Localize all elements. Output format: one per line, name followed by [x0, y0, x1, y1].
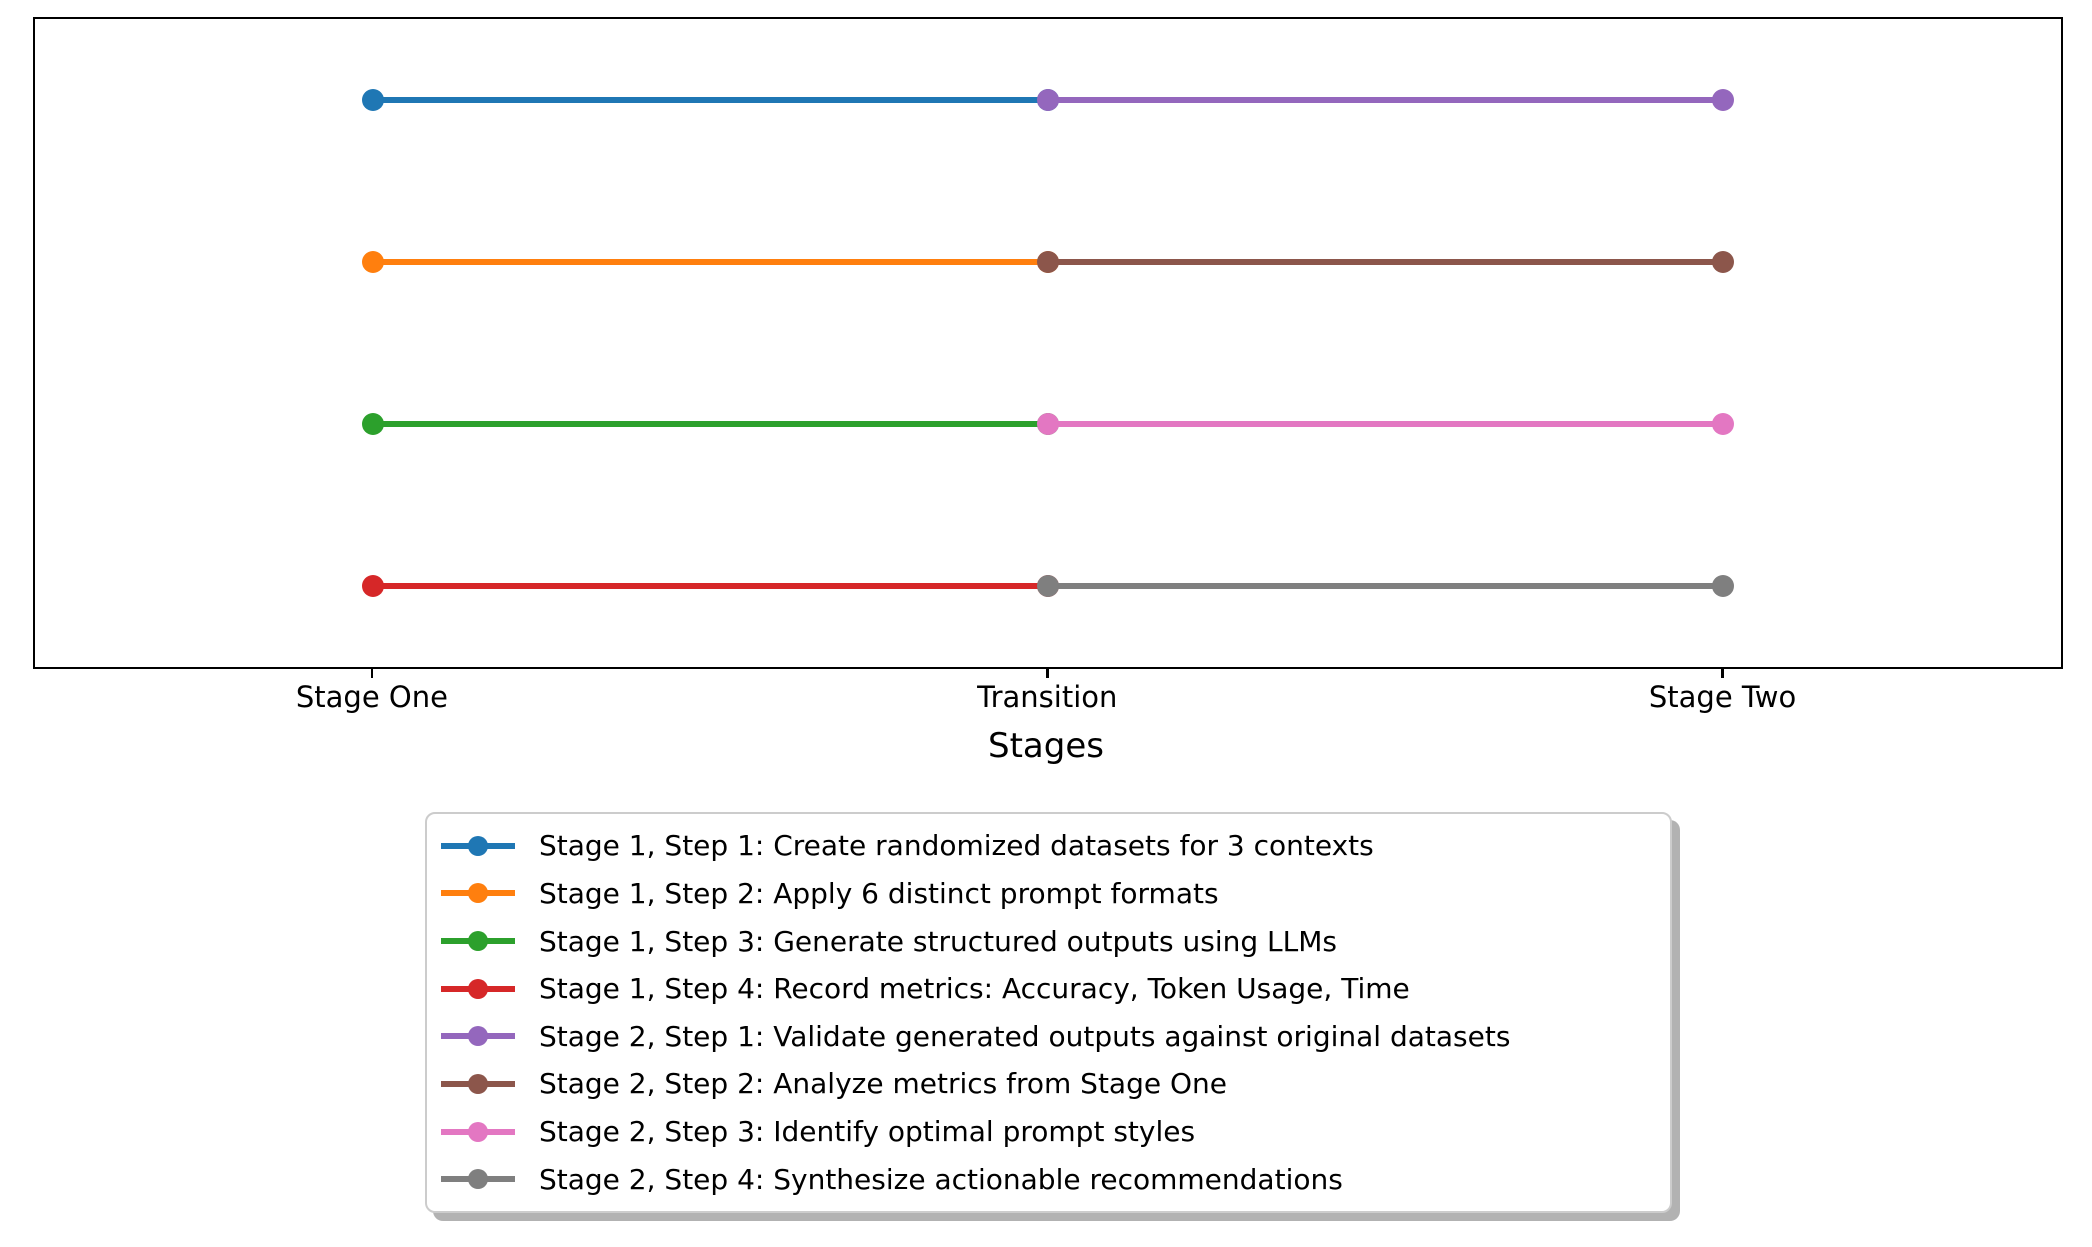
- legend-line-sample-icon: [441, 835, 515, 857]
- x-tick-label: Stage Two: [1648, 680, 1797, 714]
- legend-label: Stage 2, Step 1: Validate generated outp…: [539, 1019, 1511, 1053]
- series-point-marker: [1712, 575, 1735, 597]
- series-point-marker: [1037, 251, 1059, 273]
- legend-line-sample-icon: [441, 882, 515, 904]
- series-point-marker: [1037, 89, 1059, 111]
- legend-label: Stage 1, Step 2: Apply 6 distinct prompt…: [539, 876, 1219, 910]
- series-line: [372, 259, 1048, 265]
- legend-line-sample-icon: [441, 1121, 515, 1143]
- legend-line-sample-icon: [441, 1168, 515, 1190]
- legend-line-sample-icon: [441, 1073, 515, 1095]
- series-point-marker: [361, 575, 384, 597]
- legend-item: Stage 2, Step 3: Identify optimal prompt…: [441, 1109, 1656, 1155]
- legend-line-sample-icon: [441, 978, 515, 1000]
- legend-label: Stage 1, Step 4: Record metrics: Accurac…: [539, 972, 1410, 1006]
- series-line: [372, 421, 1048, 427]
- x-axis-tick: [370, 667, 374, 678]
- legend-box: Stage 1, Step 1: Create randomized datas…: [425, 812, 1672, 1213]
- series-point-marker: [361, 413, 384, 435]
- legend-label: Stage 2, Step 3: Identify optimal prompt…: [539, 1115, 1196, 1149]
- series-point-marker: [1037, 413, 1059, 435]
- legend-item: Stage 1, Step 4: Record metrics: Accurac…: [441, 966, 1656, 1012]
- series-point-marker: [1712, 413, 1735, 435]
- x-axis-label: Stages: [988, 726, 1104, 766]
- plot-area: [33, 17, 2063, 669]
- series-line: [1048, 421, 1724, 427]
- series-line: [1048, 259, 1724, 265]
- series-point-marker: [1712, 89, 1735, 111]
- series-line: [372, 97, 1048, 103]
- legend-label: Stage 1, Step 1: Create randomized datas…: [539, 829, 1374, 863]
- x-tick-label: Transition: [977, 680, 1118, 714]
- legend-label: Stage 1, Step 3: Generate structured out…: [539, 924, 1337, 958]
- legend-item: Stage 1, Step 3: Generate structured out…: [441, 918, 1656, 964]
- legend-item: Stage 1, Step 1: Create randomized datas…: [441, 823, 1656, 869]
- legend-item: Stage 1, Step 2: Apply 6 distinct prompt…: [441, 870, 1656, 916]
- legend-item: Stage 2, Step 2: Analyze metrics from St…: [441, 1061, 1656, 1107]
- legend-item: Stage 2, Step 4: Synthesize actionable r…: [441, 1156, 1656, 1202]
- legend-label: Stage 2, Step 4: Synthesize actionable r…: [539, 1162, 1343, 1196]
- legend-line-sample-icon: [441, 930, 515, 952]
- series-point-marker: [1712, 251, 1735, 273]
- series-point-marker: [361, 251, 384, 273]
- legend-line-sample-icon: [441, 1025, 515, 1047]
- series-point-marker: [361, 89, 384, 111]
- x-tick-label: Stage One: [295, 680, 448, 714]
- x-axis-tick: [1046, 667, 1049, 678]
- series-line: [372, 583, 1048, 589]
- legend-label: Stage 2, Step 2: Analyze metrics from St…: [539, 1067, 1227, 1101]
- series-line: [1048, 97, 1724, 103]
- series-point-marker: [1037, 575, 1059, 597]
- x-axis-tick: [1721, 667, 1724, 678]
- legend-item: Stage 2, Step 1: Validate generated outp…: [441, 1013, 1656, 1059]
- series-line: [1048, 583, 1724, 589]
